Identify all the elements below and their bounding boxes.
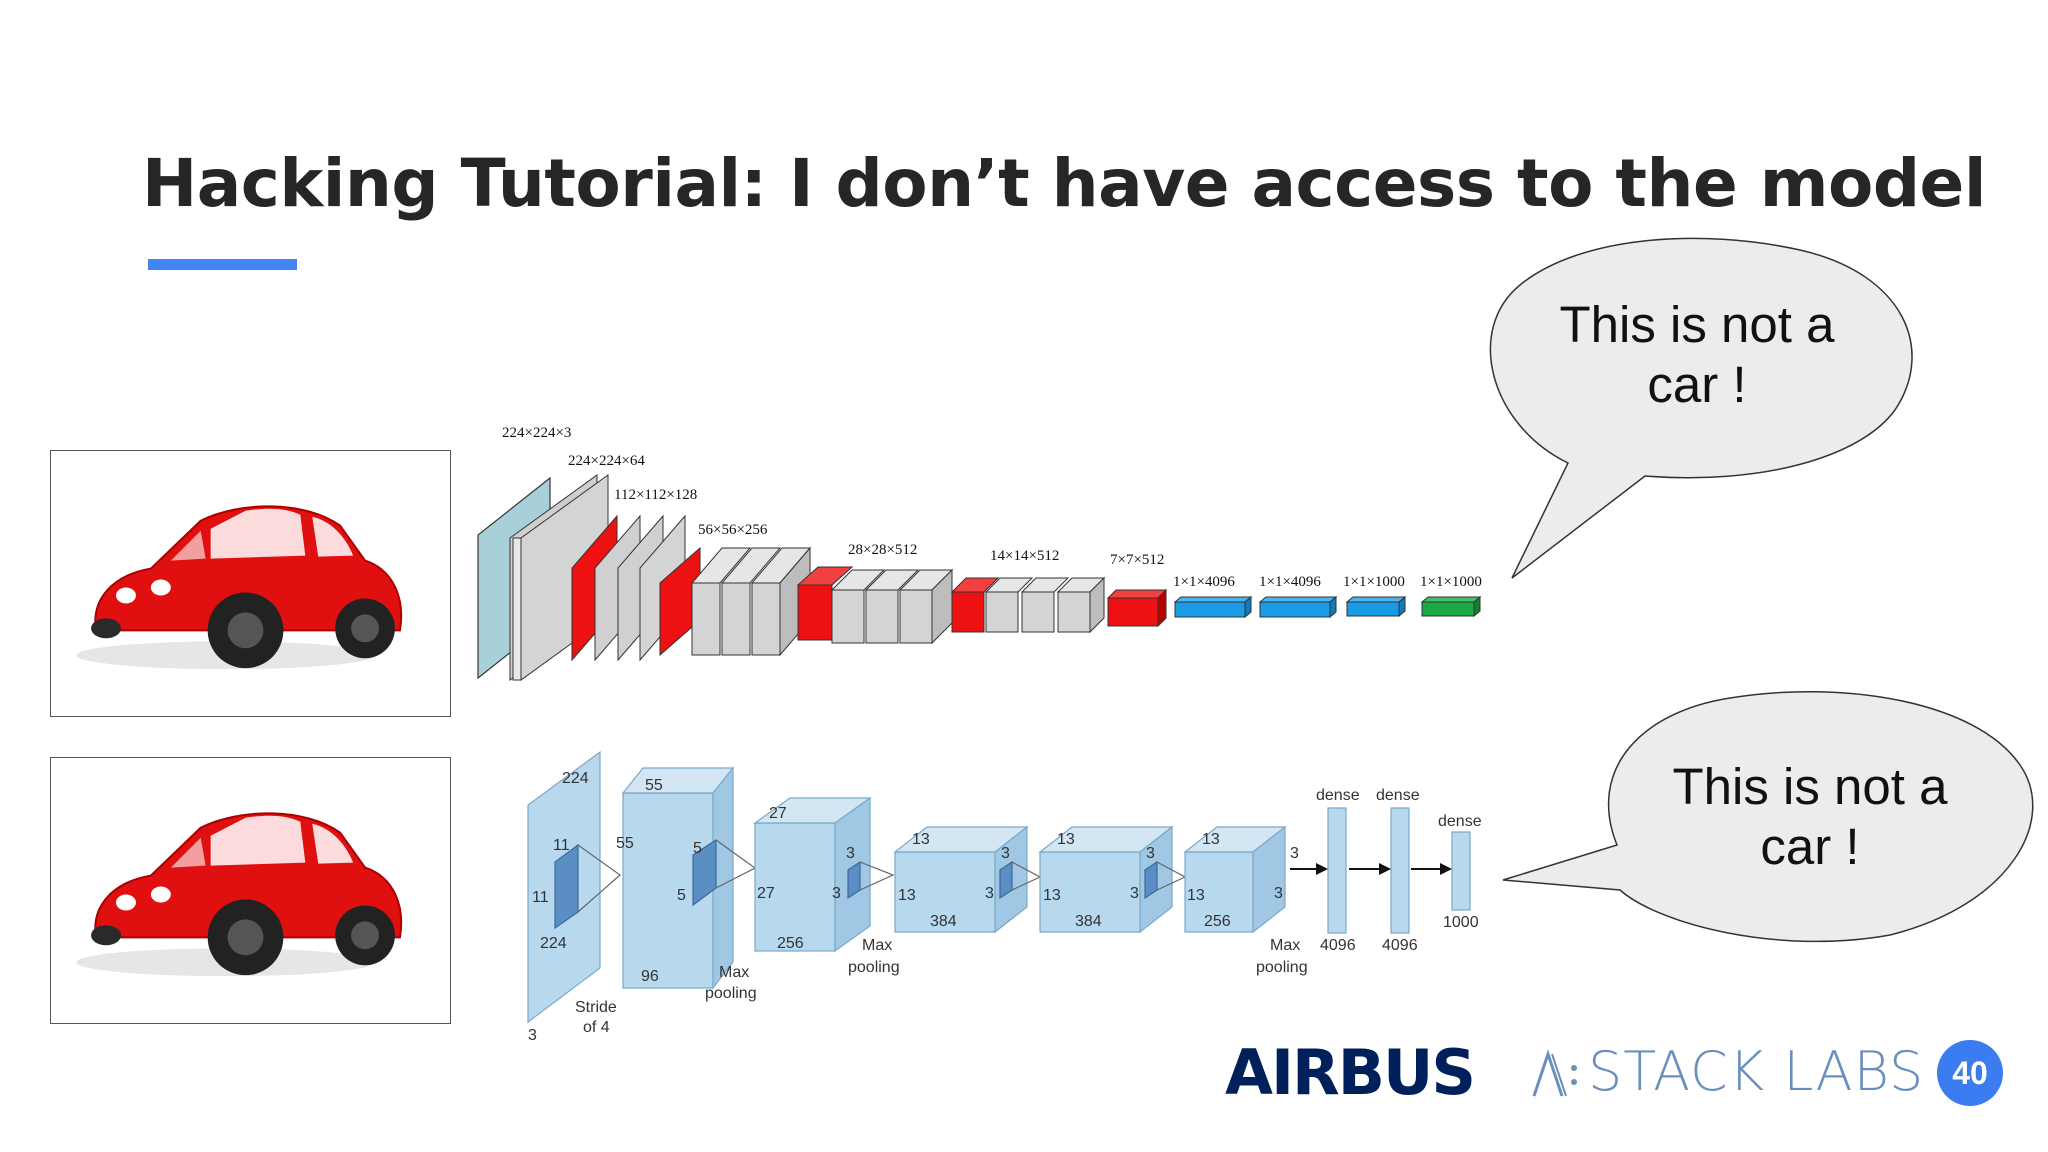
alexnet-label: of 4 (583, 1019, 610, 1036)
vgg-label: 56×56×256 (698, 522, 768, 538)
car-image-bottom (50, 757, 451, 1024)
alexnet-label: 13 (912, 831, 930, 848)
alexnet-label: Max (719, 964, 749, 981)
alexnet-label: 384 (930, 913, 957, 930)
vgg-block (831, 589, 865, 644)
vgg-block (951, 591, 985, 633)
alexnet-label: 55 (616, 835, 634, 852)
bubble-top-line2: car ! (1647, 356, 1747, 413)
red-car-illustration (76, 505, 403, 670)
stacklabs-logo: STACK LABS (1588, 1040, 1925, 1103)
alexnet-label: dense (1376, 787, 1420, 804)
vgg-fc-block (1174, 601, 1246, 618)
alexnet-label: 13 (1057, 831, 1075, 848)
bubble-text-bottom: This is not a car ! (1650, 757, 1970, 877)
alexnet-label: 11 (553, 837, 570, 854)
speech-bubble-bottom (1502, 690, 2034, 943)
page-number-badge: 40 (1937, 1040, 2003, 1106)
alexnet-label: 256 (777, 935, 804, 952)
title-accent-bar (148, 259, 297, 270)
vgg-label: 112×112×128 (614, 487, 697, 503)
alexnet-label: 96 (641, 968, 659, 985)
alexnet-label: 3 (832, 885, 841, 902)
car-image-top (50, 450, 451, 717)
vgg-label: 7×7×512 (1110, 552, 1164, 568)
alexnet-label: 384 (1075, 913, 1102, 930)
vgg-block (659, 546, 701, 657)
alexnet-label: pooling (848, 959, 900, 976)
vgg-fc-block (1259, 601, 1331, 618)
bubble-top-line1: This is not a (1559, 296, 1835, 353)
vgg-block (1107, 597, 1159, 627)
alexnet-label: pooling (1256, 959, 1308, 976)
vgg-block (899, 589, 933, 644)
alexnet-label: 3 (528, 1027, 537, 1044)
vgg-label: 28×28×512 (848, 542, 917, 558)
alexnet-block (754, 822, 836, 952)
bubble-text-top: This is not a car ! (1537, 295, 1857, 415)
vgg-label: 224×224×64 (568, 453, 645, 469)
alexnet-label: 5 (693, 840, 702, 857)
speech-bubble-top (1489, 237, 1913, 579)
alexnet-label: 4096 (1382, 937, 1418, 954)
alexnet-label: 3 (1290, 845, 1299, 862)
alexnet-label: dense (1438, 813, 1482, 830)
vgg-block (797, 584, 833, 641)
vgg-fc-block (1346, 601, 1400, 617)
bubble-bottom-line2: car ! (1760, 818, 1860, 875)
alexnet-label: 27 (769, 805, 787, 822)
vgg-label: 1×1×1000 (1420, 574, 1482, 590)
alexnet-label: 256 (1204, 913, 1231, 930)
alexnet-dense (1390, 807, 1410, 934)
vgg-block (721, 582, 751, 656)
vgg-block (865, 589, 899, 644)
alexnet-dense (1451, 831, 1471, 911)
alexnet-label: pooling (705, 985, 757, 1002)
alexnet-label: 3 (985, 885, 994, 902)
alexnet-label: 11 (532, 889, 549, 906)
alexnet-label: 5 (677, 887, 686, 904)
alexnet-block (894, 851, 996, 933)
alexnet-label: dense (1316, 787, 1360, 804)
airbus-logo: AIRBUS (1225, 1036, 1476, 1109)
vgg-label: 14×14×512 (990, 548, 1059, 564)
vgg-label: 1×1×4096 (1173, 574, 1235, 590)
vgg-label: 1×1×4096 (1259, 574, 1321, 590)
alexnet-label: 1000 (1443, 914, 1479, 931)
alexnet-label: 3 (1130, 885, 1139, 902)
alexnet-label: 27 (757, 885, 775, 902)
vgg-label: 1×1×1000 (1343, 574, 1405, 590)
red-car-illustration (76, 812, 403, 977)
vgg-softmax-block (1421, 601, 1475, 617)
alexnet-label: 4096 (1320, 937, 1356, 954)
vgg-block (1021, 591, 1055, 633)
alexnet-label: Max (862, 937, 892, 954)
alexnet-label: 224 (540, 935, 567, 952)
alexnet-label: 13 (1187, 887, 1205, 904)
alexnet-label: 13 (1202, 831, 1220, 848)
alexnet-label: 13 (1043, 887, 1061, 904)
alexnet-dense (1327, 807, 1347, 934)
alexnet-label: 3 (846, 845, 855, 862)
alexnet-labels: 224 11 11 224 3 Stride of 4 55 55 5 5 96… (528, 770, 1482, 1044)
alexnet-label: Stride (575, 999, 617, 1016)
vgg-block (1057, 591, 1091, 633)
alexnet-label: 3 (1001, 845, 1010, 862)
alexnet-label: 13 (898, 887, 916, 904)
alexnet-label: 3 (1146, 845, 1155, 862)
slide-title: Hacking Tutorial: I don’t have access to… (142, 145, 1986, 222)
alexnet-diagram (527, 750, 1471, 1024)
alexnet-label: Max (1270, 937, 1300, 954)
vgg-block (751, 582, 781, 656)
vgg-label: 224×224×3 (502, 425, 571, 441)
alexnet-label: 55 (645, 777, 663, 794)
alexnet-label: 3 (1274, 885, 1283, 902)
vgg-diagram: 224×224×3 224×224×64 112×112×128 56×56×2… (477, 425, 1482, 681)
vgg-block (985, 591, 1019, 633)
alexnet-label: 224 (562, 770, 589, 787)
bubble-bottom-line1: This is not a (1672, 758, 1948, 815)
stacklabs-symbol-icon (1532, 1049, 1577, 1097)
alexnet-block (1039, 851, 1141, 933)
